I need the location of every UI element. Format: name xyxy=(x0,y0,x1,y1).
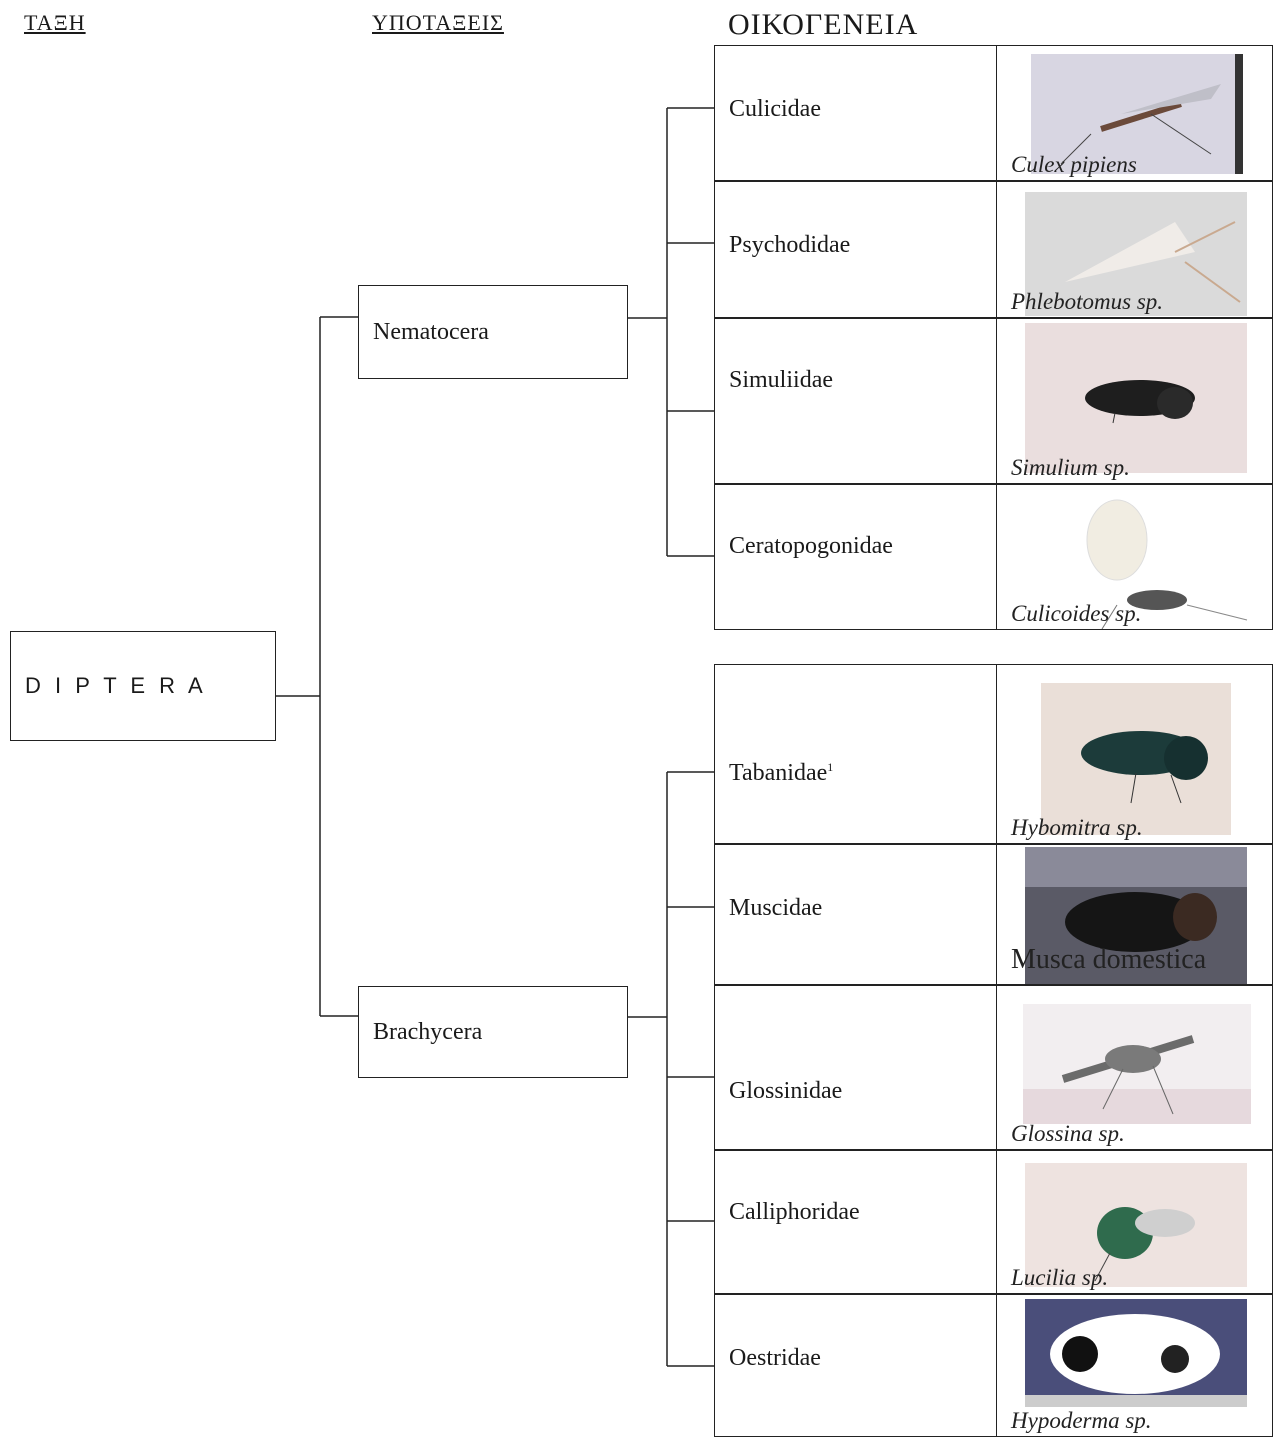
image-cell: Simulium sp. xyxy=(996,319,1272,483)
family-name: Oestridae xyxy=(729,1345,821,1372)
family-row: Oestridae Hypoderma sp. xyxy=(714,1294,1273,1437)
family-name: Glossinidae xyxy=(729,1078,842,1105)
family-name: Calliphoridae xyxy=(729,1199,860,1226)
footnote-marker: 1 xyxy=(827,760,833,774)
family-name: Simuliidae xyxy=(729,367,833,394)
family-row: Culicidae Culex pipiens xyxy=(714,45,1273,181)
warblefly-photo xyxy=(1025,1299,1247,1407)
horsefly-photo xyxy=(1041,683,1231,835)
species-name: Hybomitra sp. xyxy=(1011,815,1143,841)
image-cell: Musca domestica xyxy=(996,845,1272,984)
suborder-box-brachycera: Brachycera xyxy=(358,986,628,1078)
family-row: Tabanidae1 Hybomitra sp. xyxy=(714,664,1273,844)
species-name: Lucilia sp. xyxy=(1011,1265,1108,1291)
family-name: Psychodidae xyxy=(729,232,850,259)
image-cell: Hypoderma sp. xyxy=(996,1295,1272,1436)
species-name: Hypoderma sp. xyxy=(1011,1408,1152,1434)
suborder-label: Brachycera xyxy=(373,1019,482,1046)
species-name: Musca domestica xyxy=(1011,944,1206,976)
image-cell: Culicoides sp. xyxy=(996,485,1272,629)
family-row: Muscidae Musca domestica xyxy=(714,844,1273,985)
family-name: Tabanidae1 xyxy=(729,760,833,787)
family-row: Calliphoridae Lucilia sp. xyxy=(714,1150,1273,1294)
family-row: Ceratopogonidae Culicoides sp. xyxy=(714,484,1273,630)
image-cell: Phlebotomus sp. xyxy=(996,182,1272,317)
species-name: Simulium sp. xyxy=(1011,455,1130,481)
suborder-label: Nematocera xyxy=(373,319,489,346)
family-name-text: Tabanidae xyxy=(729,760,827,786)
suborder-box-nematocera: Nematocera xyxy=(358,285,628,379)
species-name: Phlebotomus sp. xyxy=(1011,289,1163,315)
image-cell: Hybomitra sp. xyxy=(996,665,1272,843)
image-cell: Culex pipiens xyxy=(996,46,1272,180)
tsetse-photo xyxy=(1023,1004,1251,1124)
species-name: Culex pipiens xyxy=(1011,152,1137,178)
family-name: Culicidae xyxy=(729,96,821,123)
order-label: D I P T E R A xyxy=(25,673,207,699)
family-row: Glossinidae Glossina sp. xyxy=(714,985,1273,1150)
family-row: Simuliidae Simulium sp. xyxy=(714,318,1273,484)
species-name: Culicoides sp. xyxy=(1011,601,1141,627)
family-row: Psychodidae Phlebotomus sp. xyxy=(714,181,1273,318)
blackfly-photo xyxy=(1025,323,1247,473)
order-box-diptera: D I P T E R A xyxy=(10,631,276,741)
image-cell: Glossina sp. xyxy=(996,986,1272,1149)
image-cell: Lucilia sp. xyxy=(996,1151,1272,1293)
family-name: Muscidae xyxy=(729,895,822,922)
family-name: Ceratopogonidae xyxy=(729,533,893,560)
species-name: Glossina sp. xyxy=(1011,1121,1125,1147)
